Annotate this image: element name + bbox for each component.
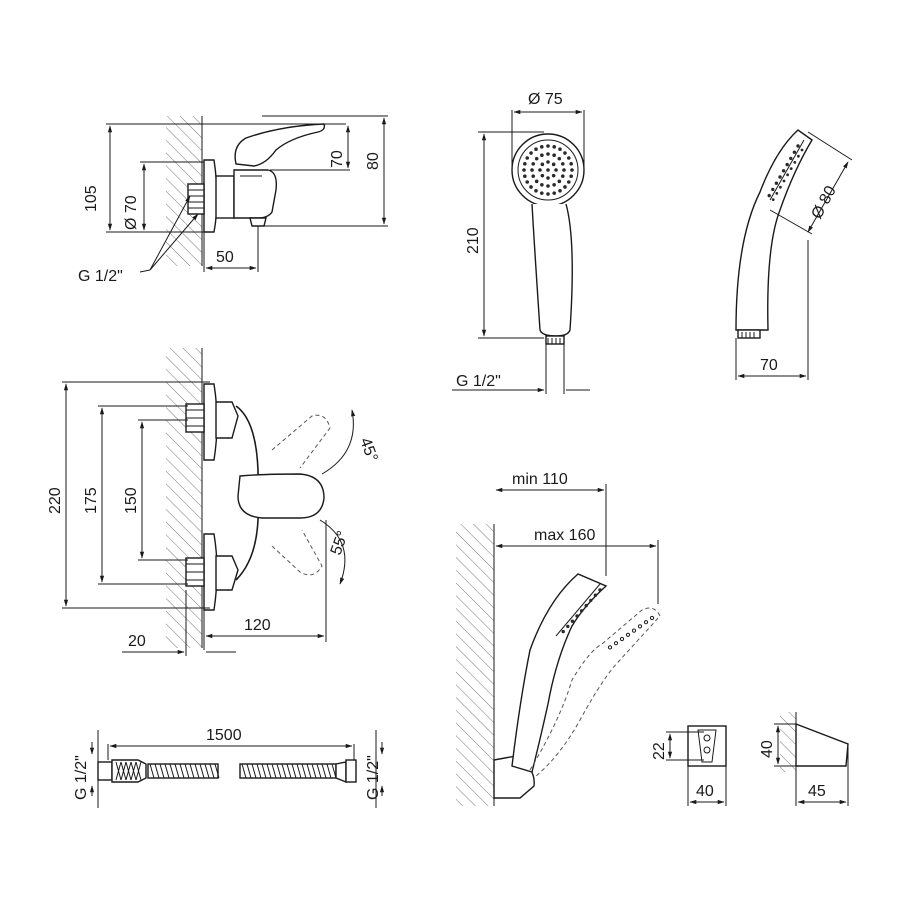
knurl-pattern <box>115 761 142 781</box>
holder-nozzles <box>561 588 602 634</box>
bracket-plate <box>687 725 727 767</box>
nozzle-pattern <box>522 144 574 196</box>
mixer-front-view: 45° 55° 220 175 150 120 20 <box>47 348 380 656</box>
dim-45: 45 <box>808 783 826 800</box>
hose-nut-left <box>97 761 113 781</box>
mixer-top-view: 105 Ø 70 70 80 50 G 1/2" <box>78 115 388 285</box>
bracket-side-view: 40 45 <box>759 712 849 806</box>
dim-min110: min 110 <box>512 471 568 488</box>
thread-label-mixer: G 1/2" <box>78 268 123 285</box>
dash-nozzles <box>607 615 655 650</box>
threaded-connector <box>187 183 205 215</box>
dim-150: 150 <box>123 487 140 514</box>
wall-holder-assembly: min 110 max 160 <box>456 471 661 806</box>
dim-1500: 1500 <box>206 727 242 744</box>
dim-22: 22 <box>651 742 668 760</box>
angle-55: 55° <box>328 529 352 558</box>
max-position-outline <box>529 607 661 777</box>
dim-80: 80 <box>365 152 382 170</box>
hose-nut-right <box>345 759 357 783</box>
dim-70-side: 70 <box>760 357 778 374</box>
dim-20: 20 <box>128 633 146 650</box>
wall-hatch <box>780 712 796 772</box>
dim-d75: Ø 75 <box>528 91 563 108</box>
hand-shower-side: Ø 80 70 <box>735 129 853 380</box>
mixer-lever <box>234 123 326 167</box>
hand-shower-front: Ø 75 210 G 1/2" <box>452 91 590 394</box>
dim-70-lever: 70 <box>329 150 346 168</box>
dim-d70: Ø 70 <box>123 195 140 230</box>
wall-hatch <box>456 524 494 806</box>
bracket-side-body <box>795 722 849 767</box>
mixer-body <box>233 169 278 219</box>
dim-220: 220 <box>47 487 64 514</box>
dim-210: 210 <box>465 227 482 254</box>
thread-label-hose-left: G 1/2" <box>73 755 90 800</box>
dim-120: 120 <box>244 617 271 634</box>
dim-max160: max 160 <box>534 527 595 544</box>
thread-label-shower: G 1/2" <box>456 373 501 390</box>
shower-handle <box>531 203 573 337</box>
dim-50: 50 <box>216 249 234 266</box>
dim-40-front: 40 <box>696 783 714 800</box>
bracket-front-view: 22 40 <box>651 725 727 806</box>
shower-side-body <box>735 129 813 331</box>
side-nozzles <box>767 144 804 202</box>
mixer-lever-front <box>237 473 325 519</box>
dim-175: 175 <box>83 487 100 514</box>
shower-hose: G 1/2" G 1/2" 1500 <box>73 727 385 808</box>
wall-hatch <box>166 348 202 648</box>
shower-in-holder <box>511 573 608 773</box>
hose-coil-right <box>241 763 337 779</box>
angle-45: 45° <box>356 436 380 465</box>
dim-105: 105 <box>83 185 100 212</box>
dim-d80: Ø 80 <box>809 183 840 222</box>
wall-flange <box>203 159 218 233</box>
hose-coil-left <box>149 763 220 779</box>
dim-40-side: 40 <box>759 740 776 758</box>
thread-label-hose-right: G 1/2" <box>365 755 382 800</box>
